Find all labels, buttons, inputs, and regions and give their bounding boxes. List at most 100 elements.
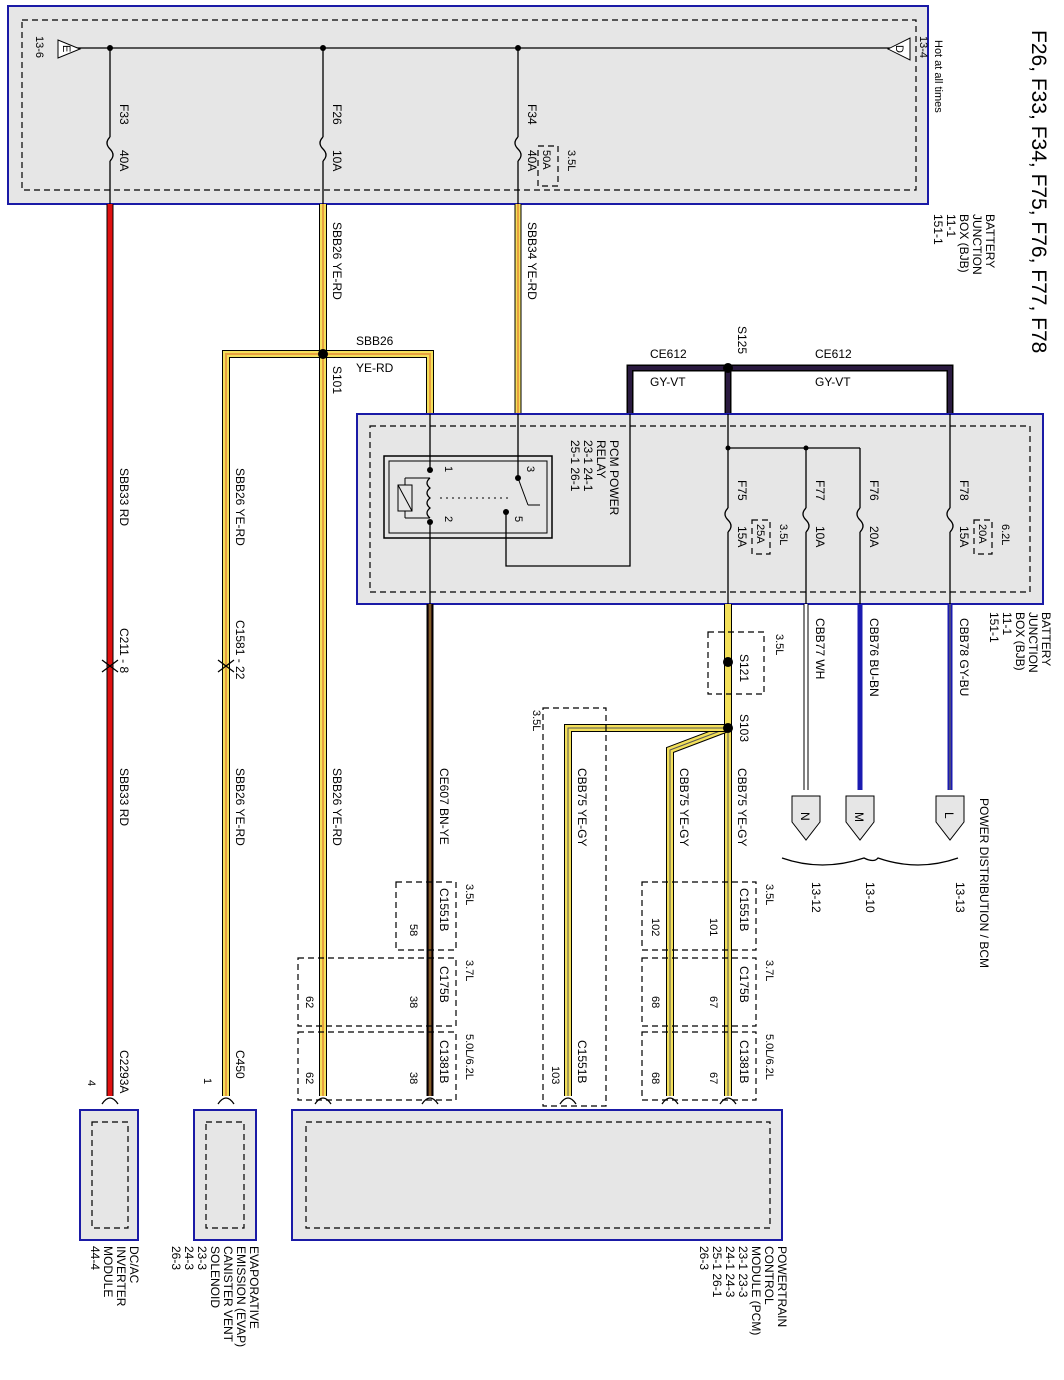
splice-s125-label: S125 <box>735 326 749 354</box>
splice-s125 <box>723 363 733 373</box>
pd-ref-13-13: 13-13 <box>953 882 967 913</box>
cbb75-35l-box <box>542 707 607 1107</box>
c175b-left-label: C175B <box>437 966 451 1003</box>
wire-sbb26-branch <box>222 350 434 1096</box>
svg-text:68: 68 <box>649 996 661 1008</box>
connector-c1581: C1581 - 22 <box>217 620 247 680</box>
fuse-f26-name: F26 <box>330 104 344 125</box>
wire-cbb75-b-label: CBB75 YE-GY <box>677 768 691 846</box>
c1551b-left-label: C1551B <box>437 888 451 931</box>
dcac-module-caption: DC/AC INVERTER MODULE 44-4 <box>88 1246 141 1307</box>
c1381b-right-box <box>641 1031 757 1101</box>
relay-pin-2: 2 <box>442 516 454 522</box>
fuse-f26-rating: 10A <box>330 150 344 171</box>
svg-text:L: L <box>942 812 956 819</box>
svg-text:101: 101 <box>707 918 719 936</box>
connector-c211: C211 - 8 <box>101 628 131 673</box>
wire-sbb26-left-bottom-label: SBB26 YE-RD <box>233 768 247 846</box>
splice-s101-label: S101 <box>330 366 344 394</box>
wire-sbb26-branch-label: SBB26 <box>356 334 394 348</box>
svg-text:62: 62 <box>303 1072 315 1084</box>
fuse-f34: F34 40A 50A 3.5L <box>514 45 577 204</box>
svg-text:BATTERY: BATTERY <box>983 214 997 268</box>
relay-pin-3: 3 <box>524 466 536 472</box>
fuse-f75: F75 15A 25A 3.5L <box>724 480 789 604</box>
relay-pin-5: 5 <box>512 516 524 522</box>
c1551b-right-box <box>641 881 757 951</box>
svg-text:11-1: 11-1 <box>944 214 958 237</box>
svg-text:M: M <box>852 812 866 822</box>
wire-sbb33-bottom-label: SBB33 RD <box>117 768 131 826</box>
svg-text:BATTERY: BATTERY <box>1039 612 1053 666</box>
svg-text:3.5L: 3.5L <box>463 884 475 905</box>
svg-text:JUNCTION: JUNCTION <box>1026 612 1040 673</box>
wire-ce612-left-color: GY-VT <box>650 375 686 389</box>
c1381b-left-box <box>297 1031 457 1101</box>
svg-text:5.0L/6.2L: 5.0L/6.2L <box>763 1034 775 1080</box>
bjb-top-box <box>7 5 929 205</box>
wire-cbb78-label: CBB78 GY-BU <box>957 618 971 696</box>
svg-text:F77: F77 <box>813 480 827 501</box>
splice-s121-box <box>707 631 765 695</box>
pcm-module-inner <box>305 1121 771 1229</box>
fuse-f33-rating: 40A <box>117 150 131 171</box>
svg-text:10A: 10A <box>813 526 827 547</box>
svg-text:MODULE (PCM): MODULE (PCM) <box>749 1246 763 1335</box>
svg-text:BOX (BJB): BOX (BJB) <box>957 214 971 273</box>
wire-ce612-right-color: GY-VT <box>815 375 851 389</box>
svg-text:EVAPORATIVE: EVAPORATIVE <box>247 1246 261 1329</box>
svg-text:151-1: 151-1 <box>987 612 1001 643</box>
fuse-f34-name: F34 <box>525 104 539 125</box>
svg-text:20A: 20A <box>867 526 881 547</box>
c1551b-left-box <box>395 881 457 951</box>
bjb-top-caption: BATTERY JUNCTION BOX (BJB) 11-1 151-1 <box>931 214 997 275</box>
evap-solenoid-caption: EVAPORATIVE EMISSION (EVAP) CANISTER VEN… <box>169 1246 261 1347</box>
splice-s103 <box>723 723 733 733</box>
svg-text:3.7L: 3.7L <box>463 960 475 981</box>
pd-flag-l: L <box>935 795 965 841</box>
splice-s121-tag: 3.5L <box>773 634 785 655</box>
wire-cbb77-label: CBB77 WH <box>813 618 827 679</box>
c1381b-right-label: C1381B <box>737 1040 751 1083</box>
svg-text:C211 - 8: C211 - 8 <box>117 628 131 673</box>
fuse-f33-name: F33 <box>117 104 131 125</box>
wire-ce612-left-label: CE612 <box>650 347 687 361</box>
pd-brace <box>781 857 959 866</box>
svg-text:25-1 26-1: 25-1 26-1 <box>710 1246 724 1298</box>
ref-13-4: 13-4 <box>917 36 929 58</box>
fuse-f78: F78 15A 20A 6.2L <box>946 480 1011 604</box>
svg-text:24-1 24-3: 24-1 24-3 <box>723 1246 737 1298</box>
c1381b-left-label: C1381B <box>437 1040 451 1083</box>
terminal-arrows <box>101 1097 737 1105</box>
svg-text:26-3: 26-3 <box>697 1246 711 1270</box>
splice-s121 <box>723 657 733 667</box>
svg-text:25-1 26-1: 25-1 26-1 <box>568 440 582 492</box>
c1551b-mid-label: C1551B <box>575 1040 589 1083</box>
c175b-left-box <box>297 957 457 1027</box>
svg-text:3.7L: 3.7L <box>763 960 775 981</box>
svg-text:11-1: 11-1 <box>1000 612 1014 635</box>
wire-cbb75-a-label: CBB75 YE-GY <box>575 768 589 846</box>
c2293a-label: C2293A <box>117 1050 131 1093</box>
svg-text:24-3: 24-3 <box>182 1246 196 1270</box>
pcm-module-caption: POWERTRAIN CONTROL MODULE (PCM) 23-1 23-… <box>697 1246 789 1335</box>
svg-text:102: 102 <box>649 918 661 936</box>
svg-text:POWERTRAIN: POWERTRAIN <box>775 1246 789 1327</box>
svg-text:F76: F76 <box>867 480 881 501</box>
fuse-f34-alt-tag: 3.5L <box>565 150 577 171</box>
pd-flag-m: M <box>845 795 875 841</box>
fuse-f76: F76 20A <box>856 480 881 604</box>
flag-d-icon <box>886 37 911 61</box>
svg-text:44-4: 44-4 <box>88 1246 102 1270</box>
dcac-module-box <box>79 1109 139 1241</box>
flag-e-icon <box>57 39 82 59</box>
svg-text:3.5L: 3.5L <box>777 524 789 545</box>
wire-cbb75 <box>564 724 732 1096</box>
cbb75-tag: 3.5L <box>530 710 542 731</box>
wire-sbb33-top-label: SBB33 RD <box>117 468 131 526</box>
svg-text:N: N <box>798 812 812 821</box>
svg-text:SOLENOID: SOLENOID <box>208 1246 222 1308</box>
svg-text:20A: 20A <box>976 524 988 544</box>
pd-ref-13-10: 13-10 <box>863 882 877 913</box>
